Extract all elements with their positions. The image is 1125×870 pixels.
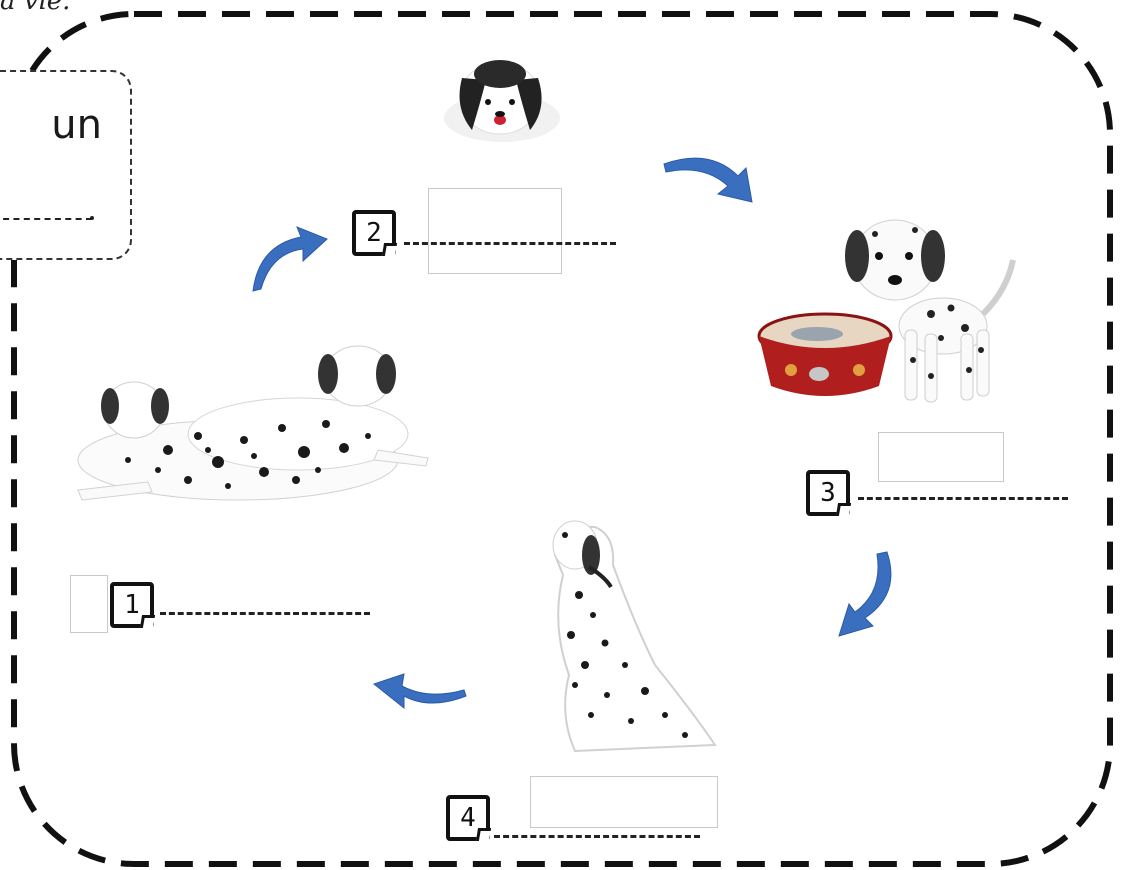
answer-box-3[interactable] bbox=[878, 432, 1004, 482]
instruction-fragment: a vie. bbox=[0, 0, 71, 16]
young-dalmatian-with-bowl-icon bbox=[757, 219, 1016, 403]
write-line-2[interactable] bbox=[404, 242, 616, 245]
cycle-arrow-icon bbox=[372, 673, 467, 710]
answer-box-4[interactable] bbox=[530, 776, 718, 828]
cycle-arrow-icon bbox=[663, 157, 753, 203]
write-line-1[interactable] bbox=[160, 612, 370, 615]
dalmatian-icon bbox=[845, 219, 1016, 403]
answer-box-1[interactable] bbox=[70, 575, 108, 633]
callout-word: un bbox=[51, 102, 102, 148]
dog-bowl-icon bbox=[757, 312, 893, 396]
write-line-4[interactable] bbox=[494, 835, 700, 838]
write-line-3[interactable] bbox=[858, 497, 1068, 500]
old-dalmatian-sitting-icon bbox=[552, 520, 717, 753]
step-number-1: 1 bbox=[110, 582, 154, 628]
step-number-3: 3 bbox=[806, 470, 850, 516]
step-number-2: 2 bbox=[352, 210, 396, 256]
step-number-4: 4 bbox=[446, 795, 490, 841]
callout-box: un bbox=[0, 70, 132, 260]
dalmatian-lying-icon bbox=[77, 345, 429, 501]
answer-box-2[interactable] bbox=[428, 188, 562, 274]
callout-write-line[interactable] bbox=[0, 218, 92, 220]
callout-line-dot bbox=[90, 216, 94, 220]
cycle-arrow-icon bbox=[252, 226, 328, 292]
cycle-arrow-icon bbox=[838, 551, 892, 637]
puppy-icon bbox=[444, 60, 560, 142]
